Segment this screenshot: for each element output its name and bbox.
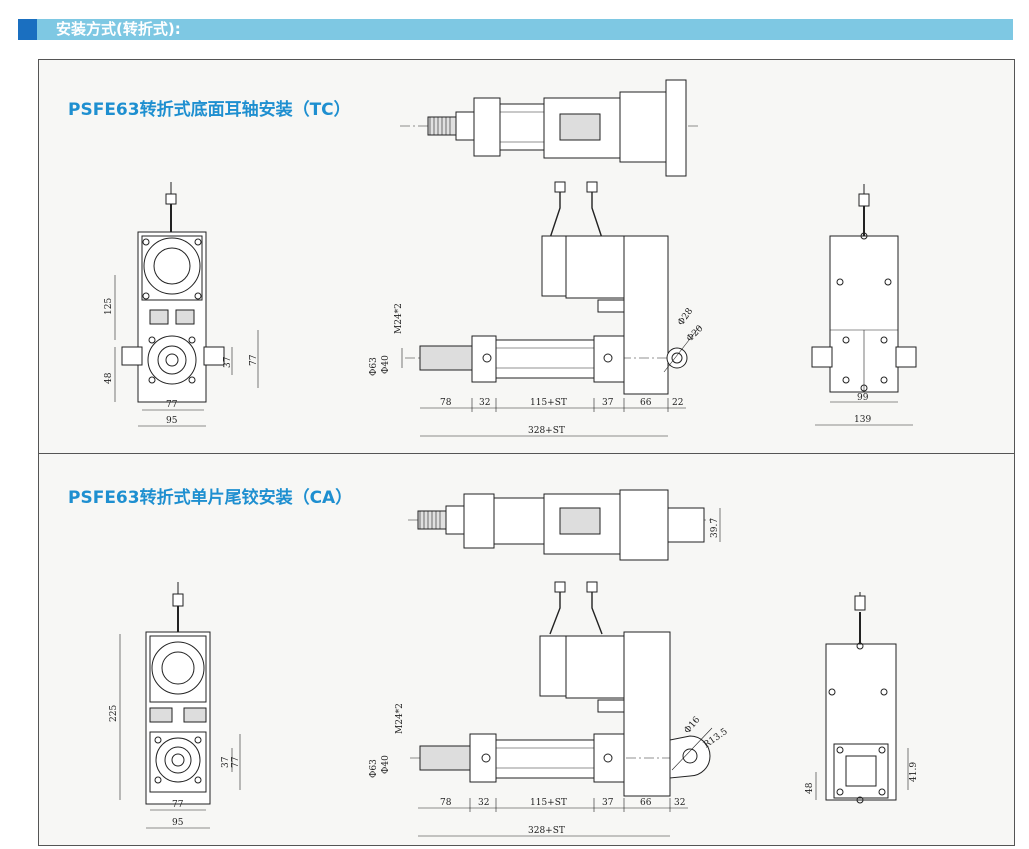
ca-top-view bbox=[408, 489, 721, 561]
section-divider bbox=[38, 453, 1015, 454]
ca-dim-77-vertical: 77 bbox=[231, 756, 241, 768]
header-accent-square bbox=[18, 19, 37, 40]
tc-side-view bbox=[401, 181, 701, 437]
tc-dim-95: 95 bbox=[166, 416, 178, 426]
ca-dim-66: 66 bbox=[640, 798, 652, 808]
header-bar bbox=[18, 19, 1013, 40]
tc-dim-77-vertical: 77 bbox=[249, 354, 259, 366]
ca-dim-37-b: 37 bbox=[602, 798, 614, 808]
ca-dim-41-9: 41.9 bbox=[909, 762, 919, 782]
tc-dim-phi40: Φ40 bbox=[381, 355, 391, 374]
tc-dim-125: 125 bbox=[104, 298, 114, 315]
tc-dim-99: 99 bbox=[857, 393, 869, 403]
tc-right-view bbox=[811, 184, 917, 426]
header-title: 安装方式(转折式): bbox=[56, 20, 181, 38]
tc-dim-78: 78 bbox=[440, 398, 452, 408]
ca-side-view bbox=[410, 581, 713, 837]
tc-dim-22: 22 bbox=[672, 398, 683, 408]
tc-dim-37: 37 bbox=[223, 356, 233, 368]
tc-dim-66: 66 bbox=[640, 398, 652, 408]
section-tc-title: PSFE63转折式底面耳轴安装（TC） bbox=[68, 100, 351, 120]
ca-dim-32: 32 bbox=[478, 798, 489, 808]
ca-dim-phi16: Φ16 bbox=[683, 715, 703, 736]
tc-dim-77-horizontal: 77 bbox=[166, 400, 178, 410]
ca-dim-77-horizontal: 77 bbox=[172, 800, 184, 810]
ca-dim-phi63: Φ63 bbox=[369, 759, 379, 778]
ca-dim-78: 78 bbox=[440, 798, 452, 808]
tc-dim-139: 139 bbox=[854, 415, 871, 425]
ca-dim-48: 48 bbox=[805, 782, 815, 794]
ca-dim-225: 225 bbox=[109, 705, 119, 722]
tc-dim-phi20: Φ20 bbox=[685, 324, 706, 345]
tc-dim-48: 48 bbox=[104, 372, 114, 384]
tc-dim-115-st: 115+ST bbox=[530, 398, 567, 408]
tc-dim-phi28: Φ28 bbox=[676, 306, 695, 327]
ca-dim-115-st: 115+ST bbox=[530, 798, 567, 808]
ca-dim-39-7: 39.7 bbox=[710, 518, 720, 538]
tc-dim-328-st: 328+ST bbox=[528, 426, 565, 436]
ca-right-view bbox=[815, 592, 909, 804]
tc-dim-37-b: 37 bbox=[602, 398, 614, 408]
tc-dim-32: 32 bbox=[479, 398, 490, 408]
ca-dim-phi40: Φ40 bbox=[381, 755, 391, 774]
ca-dim-32-b: 32 bbox=[674, 798, 685, 808]
section-ca-title: PSFE63转折式单片尾铰安装（CA） bbox=[68, 488, 353, 508]
ca-dim-m24: M24*2 bbox=[395, 703, 405, 734]
ca-left-view bbox=[119, 582, 241, 829]
tc-left-view bbox=[114, 182, 259, 427]
ca-dim-95: 95 bbox=[172, 818, 184, 828]
tc-top-view bbox=[400, 79, 700, 177]
tc-dim-phi63: Φ63 bbox=[369, 357, 379, 376]
ca-dim-r13-5: R13.5 bbox=[702, 727, 730, 751]
ca-dim-37: 37 bbox=[221, 756, 231, 768]
tc-dim-m24: M24*2 bbox=[394, 303, 404, 334]
ca-dim-328-st: 328+ST bbox=[528, 826, 565, 836]
